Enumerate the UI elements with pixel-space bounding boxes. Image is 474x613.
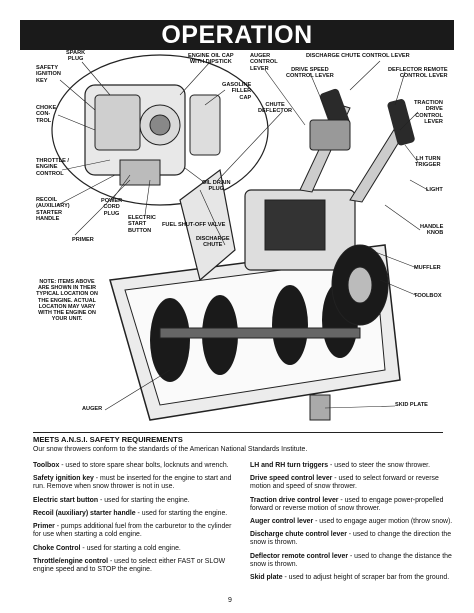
control-description: Choke Control - used for starting a cold…	[33, 544, 181, 552]
label-discharge-chute: DISCHARGE CHUTE	[196, 236, 230, 249]
control-description: Toolbox - used to store spare shear bolt…	[33, 462, 229, 469]
snow-thrower-illustration: SPARK PLUG SAFETY IGNITION KEY CHOKE CON…	[0, 50, 474, 430]
control-description: Traction drive control lever - used to e…	[250, 496, 444, 512]
label-recoil-starter-handle: RECOIL (AUXILIARY) STARTER HANDLE	[36, 197, 70, 223]
label-engine-oil-cap: ENGINE OIL CAP WITH DIPSTICK	[188, 53, 234, 66]
label-auger-control-lever: AUGER CONTROL LEVER	[250, 53, 278, 72]
label-light: LIGHT	[426, 187, 443, 193]
control-description: Auger control lever - used to engage aug…	[250, 518, 453, 526]
section-divider	[33, 432, 443, 433]
control-description: LH and RH turn triggers - used to steer …	[250, 462, 430, 469]
controls-list-left: Toolbox - used to store spare shear bolt…	[33, 462, 237, 579]
snow-thrower-drawing	[51, 54, 429, 421]
label-spark-plug: SPARK PLUG	[66, 50, 86, 63]
label-primer: PRIMER	[72, 237, 94, 243]
label-skid-plate: SKID PLATE	[395, 402, 428, 408]
label-oil-drain-plug: OIL DRAIN PLUG	[202, 180, 231, 193]
control-description: Safety ignition key - must be inserted f…	[33, 475, 232, 491]
label-traction-drive-control-lever: TRACTION DRIVE CONTROL LEVER	[414, 100, 443, 126]
label-power-cord-plug: POWER CORD PLUG	[101, 198, 123, 217]
label-safety-ignition-key: SAFETY IGNITION KEY	[36, 65, 61, 84]
control-description: Recoil (auxiliary) starter handle - used…	[33, 509, 228, 517]
label-choke-control: CHOKE CON- TROL	[36, 105, 57, 124]
label-electric-start-button: ELECTRIC START BUTTON	[128, 215, 156, 234]
control-description: Drive speed control lever - used to sele…	[250, 475, 439, 491]
control-description: Throttle/engine control - used to select…	[33, 557, 226, 573]
controls-list-right: LH and RH turn triggers - used to steer …	[250, 462, 454, 587]
label-toolbox: TOOLBOX	[414, 293, 442, 299]
label-drive-speed-control-lever: DRIVE SPEED CONTROL LEVER	[286, 67, 334, 80]
page-number: 9	[228, 597, 232, 604]
label-muffler: MUFFLER	[414, 265, 441, 271]
ansi-heading: MEETS A.N.S.I. SAFETY REQUIREMENTS	[33, 435, 183, 444]
control-description: Skid plate - used to adjust height of sc…	[250, 574, 450, 582]
control-description: Primer - pumps additional fuel from the …	[33, 523, 232, 539]
page-title: OPERATION	[20, 20, 454, 50]
label-chute-deflector: CHUTE DEFLECTOR	[258, 102, 293, 115]
label-deflector-remote-control-lever: DEFLECTOR REMOTE CONTROL LEVER	[388, 67, 448, 80]
label-throttle-engine-control: THROTTLE / ENGINE CONTROL	[36, 158, 69, 177]
label-handle-knob: HANDLE KNOB	[420, 224, 444, 237]
label-discharge-chute-control-lever: DISCHARGE CHUTE CONTROL LEVER	[306, 53, 410, 59]
control-description: Deflector remote control lever - used to…	[250, 552, 452, 568]
engine-location-note: NOTE: ITEMS ABOVE ARE SHOWN IN THEIR TYP…	[36, 279, 98, 323]
control-description: Discharge chute control lever - used to …	[250, 531, 452, 547]
label-auger: AUGER	[82, 406, 103, 412]
control-description: Electric start button - used for startin…	[33, 496, 190, 504]
label-fuel-shut-off-valve: FUEL SHUT-OFF VALVE	[162, 222, 226, 228]
label-gasoline-filler-cap: GASOLINE FILLER CAP	[222, 82, 252, 101]
label-lh-turn-trigger: LH TURN TRIGGER	[415, 156, 441, 169]
ansi-text: Our snow throwers conform to the standar…	[33, 446, 308, 453]
